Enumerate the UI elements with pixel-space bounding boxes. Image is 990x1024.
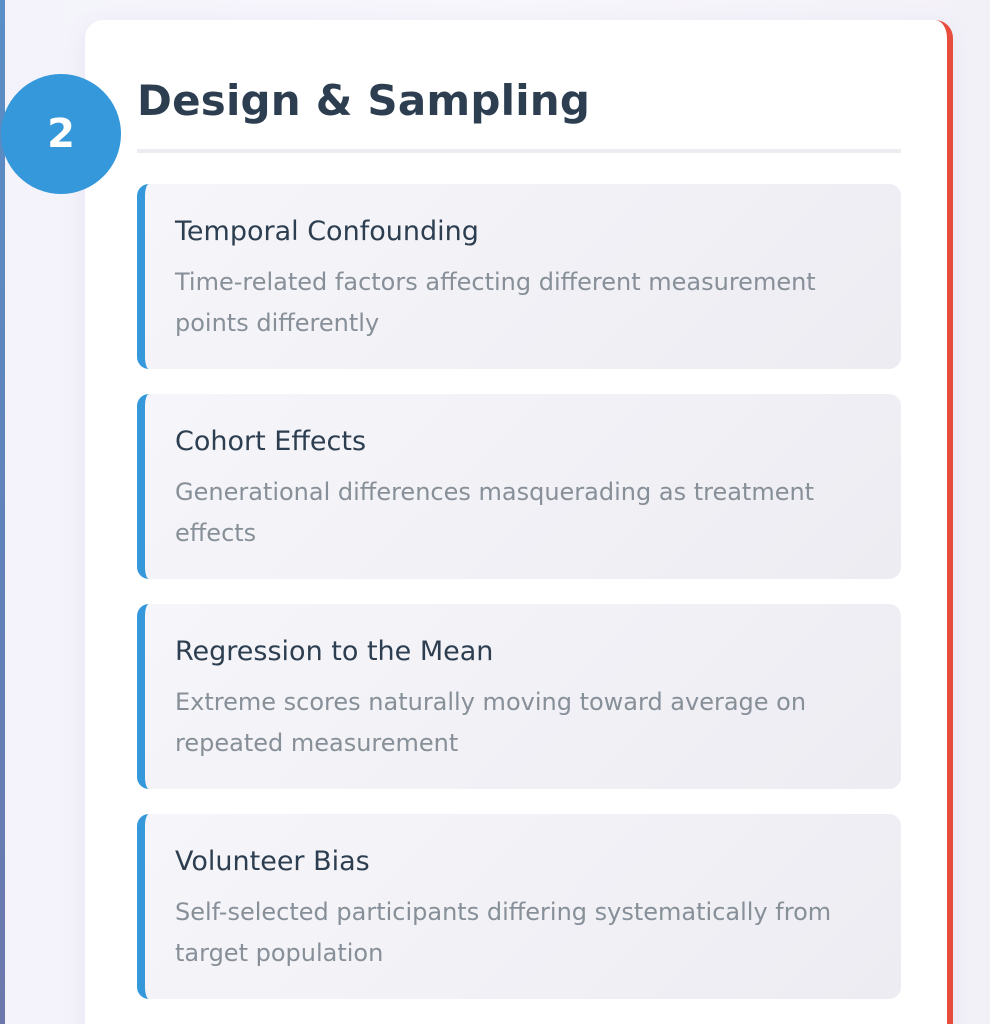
bias-item-description: Extreme scores naturally moving toward a… xyxy=(175,688,807,757)
bias-item-title: Cohort Effects xyxy=(175,426,367,457)
step-number-badge: 2 xyxy=(1,74,121,194)
step-number: 2 xyxy=(47,111,75,157)
bias-item-description: Self-selected participants differing sys… xyxy=(175,898,832,967)
bias-item-volunteer-bias: Volunteer Bias Self-selected participant… xyxy=(137,814,901,999)
title-divider xyxy=(137,149,901,153)
bias-item-cohort-effects: Cohort Effects Generational differences … xyxy=(137,394,901,579)
section-title: Design & Sampling xyxy=(137,76,591,125)
bias-item-title: Regression to the Mean xyxy=(175,636,494,667)
bias-item-title: Volunteer Bias xyxy=(175,846,370,877)
bias-item-title: Temporal Confounding xyxy=(175,216,479,247)
bias-item-description: Time-related factors affecting different… xyxy=(175,268,816,337)
bias-item-temporal-confounding: Temporal Confounding Time-related factor… xyxy=(137,184,901,369)
bias-list: Temporal Confounding Time-related factor… xyxy=(137,184,901,1024)
left-edge-strip xyxy=(0,0,5,1024)
bias-item-regression-to-mean: Regression to the Mean Extreme scores na… xyxy=(137,604,901,789)
bias-item-description: Generational differences masquerading as… xyxy=(175,478,815,547)
